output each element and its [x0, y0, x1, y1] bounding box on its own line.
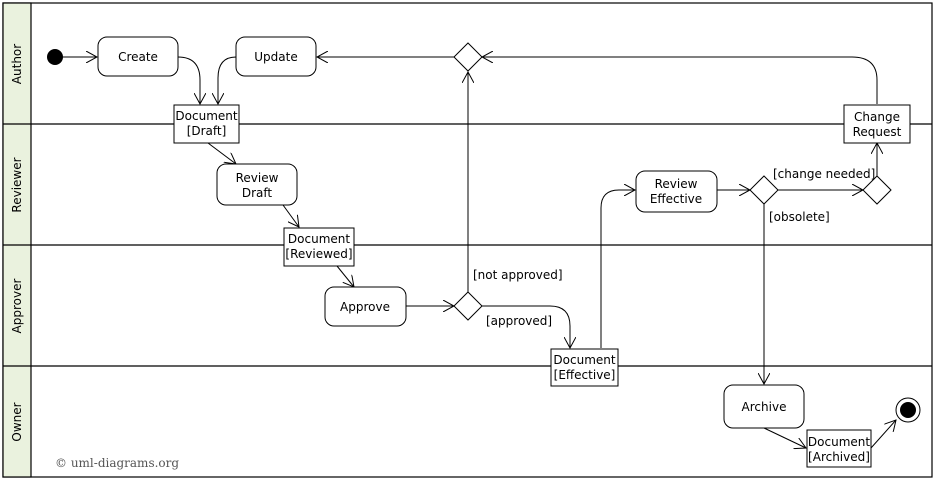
lane-label-author: Author [10, 44, 24, 84]
object-document-reviewed-line1: Document [288, 232, 350, 246]
object-document-reviewed-line2: [Reviewed] [285, 247, 352, 261]
flow-update-to-document-draft [218, 56, 237, 104]
lane-header-column [2, 2, 32, 478]
object-document-draft: Document [Draft] [173, 104, 240, 144]
action-review-effective-label-line2: Effective [650, 192, 702, 206]
object-document-draft-line2: [Draft] [187, 124, 227, 138]
object-change-request: Change Request [843, 104, 911, 144]
decision-node-effective [749, 175, 779, 205]
object-document-effective-line2: [Effective] [554, 368, 616, 382]
merge-node-author [453, 42, 483, 72]
guard-change-needed: [change needed] [773, 167, 875, 181]
final-node [895, 397, 921, 423]
flow-document-reviewed-to-approve [336, 265, 354, 287]
object-document-archived-line2: [Archived] [808, 450, 870, 464]
guard-not-approved: [not approved] [473, 268, 563, 282]
guard-obsolete: [obsolete] [769, 210, 830, 224]
action-archive-label: Archive [742, 400, 787, 414]
action-review-draft-label-line2: Draft [242, 186, 273, 200]
flow-create-to-document-draft [177, 56, 200, 104]
connectors [63, 57, 896, 448]
flow-archive-to-document-archived [763, 427, 806, 448]
object-change-request-line1: Change [854, 110, 900, 124]
decision-node-approval [453, 291, 483, 321]
action-review-effective-label-line1: Review [655, 177, 698, 191]
flow-decision-approved-to-document-effective [482, 305, 570, 348]
action-approve: Approve [324, 286, 407, 327]
flow-change-request-to-merge [482, 57, 878, 104]
action-review-draft: Review Draft [216, 163, 298, 206]
object-document-archived-line1: Document [808, 435, 870, 449]
flow-review-draft-to-document-reviewed [282, 204, 299, 227]
object-document-effective: Document [Effective] [550, 348, 619, 387]
object-document-draft-line1: Document [175, 109, 237, 123]
lane-label-owner: Owner [10, 402, 24, 441]
action-update-label: Update [254, 50, 297, 64]
action-create-label: Create [118, 50, 158, 64]
lane-label-reviewer: Reviewer [10, 157, 24, 212]
lane-label-approver: Approver [10, 278, 24, 333]
object-document-archived: Document [Archived] [806, 429, 872, 468]
object-document-effective-line1: Document [553, 353, 615, 367]
guard-approved: [approved] [486, 314, 552, 328]
initial-node [47, 49, 63, 65]
action-create: Create [97, 36, 179, 77]
action-update: Update [235, 36, 317, 77]
action-archive: Archive [723, 384, 805, 429]
object-change-request-line2: Request [853, 125, 902, 139]
decision-node-change [862, 175, 892, 205]
flow-document-effective-to-review-effective [600, 190, 635, 348]
object-document-reviewed: Document [Reviewed] [283, 227, 355, 267]
flow-document-draft-to-review-draft [207, 142, 236, 164]
flow-document-archived-to-end [870, 420, 896, 449]
action-approve-label: Approve [340, 300, 390, 314]
action-review-effective: Review Effective [635, 170, 718, 213]
copyright-text: © uml-diagrams.org [55, 456, 179, 470]
action-review-draft-label-line1: Review [236, 171, 279, 185]
